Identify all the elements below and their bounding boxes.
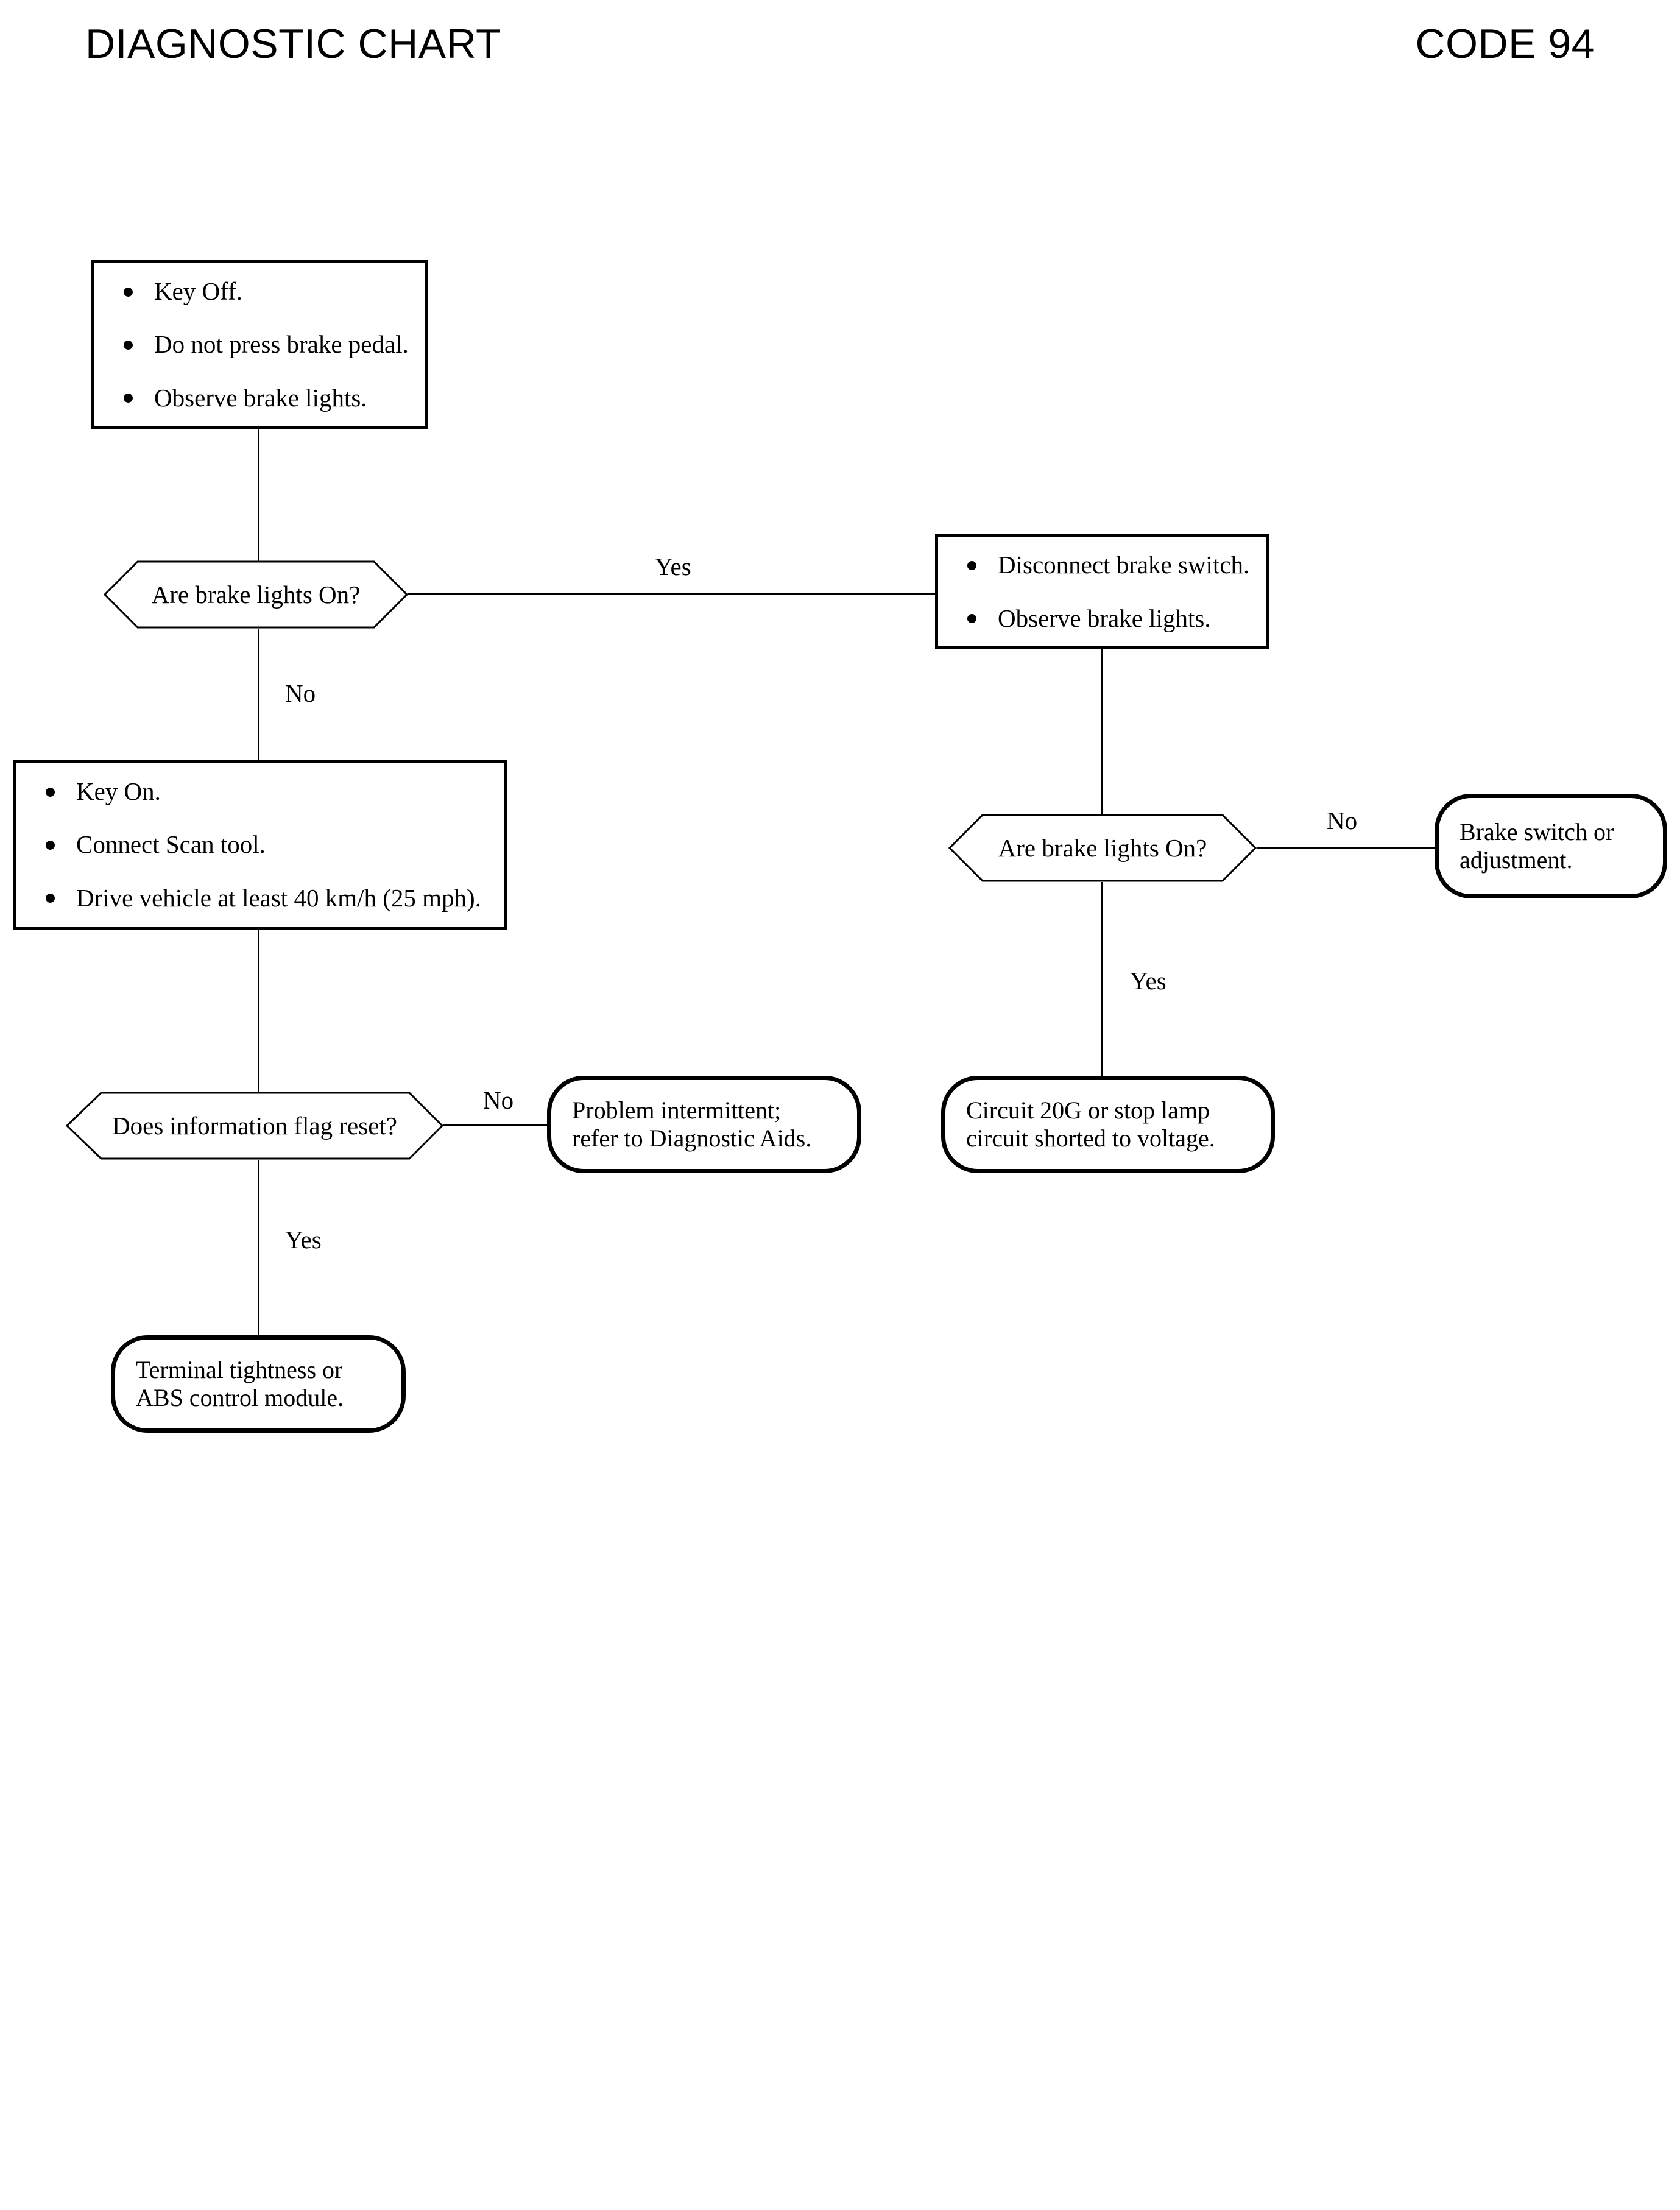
bullet-list: Key On. Connect Scan tool. Drive vehicle… (16, 778, 504, 911)
decision-does-information-flag-reset: Does information flag reset? (65, 1092, 444, 1160)
terminator-line: adjustment. (1459, 846, 1573, 874)
connector-n7-to-n8 (443, 1124, 547, 1126)
list-item: Observe brake lights. (962, 605, 1249, 632)
terminator-line: refer to Diagnostic Aids. (572, 1124, 812, 1152)
diagnostic-code-label: CODE 94 (1415, 21, 1595, 67)
list-item-label: Key Off. (154, 277, 242, 306)
list-item: Disconnect brake switch. (962, 552, 1249, 578)
connector-n1-to-n2 (258, 429, 259, 561)
terminator-problem-intermittent: Problem intermittent; refer to Diagnosti… (547, 1076, 861, 1173)
list-item-label: Observe brake lights. (154, 383, 367, 412)
edge-label-yes-n2: Yes (655, 552, 691, 581)
edge-label-yes-n5: Yes (1130, 967, 1166, 995)
bullet-icon (967, 560, 976, 570)
connector-n3-to-n5 (1101, 649, 1103, 822)
bullet-list: Key Off. Do not press brake pedal. Obser… (94, 278, 425, 411)
page-title: DIAGNOSTIC CHART (85, 21, 502, 67)
list-item: Key Off. (119, 278, 408, 305)
page-header: DIAGNOSTIC CHART CODE 94 (0, 0, 1680, 104)
edge-label-yes-n7: Yes (285, 1226, 322, 1254)
decision-label: Does information flag reset? (112, 1111, 397, 1140)
terminator-terminal-tightness-abs-module: Terminal tightness or ABS control module… (111, 1335, 406, 1433)
terminator-line: Brake switch or (1459, 817, 1614, 846)
list-item-label: Connect Scan tool. (76, 830, 266, 859)
terminator-line: Problem intermittent; (572, 1096, 782, 1124)
list-item: Observe brake lights. (119, 383, 408, 412)
edge-label-no-n5: No (1327, 807, 1358, 835)
terminator-circuit-20g-shorted: Circuit 20G or stop lamp circuit shorted… (941, 1076, 1275, 1173)
list-item-label: Key On. (76, 777, 161, 806)
bullet-icon (46, 894, 55, 903)
connector-n5-to-n9 (1101, 882, 1103, 1099)
connector-n2-to-n4 (258, 629, 259, 760)
terminator-line: circuit shorted to voltage. (966, 1124, 1215, 1152)
bullet-icon (124, 394, 133, 403)
edge-label-no-n7: No (483, 1086, 514, 1114)
list-item: Do not press brake pedal. (119, 330, 409, 359)
terminator-brake-switch-or-adjustment: Brake switch or adjustment. (1435, 794, 1667, 898)
decision-label: Are brake lights On? (151, 580, 361, 609)
terminator-line: ABS control module. (136, 1384, 344, 1411)
list-item: Drive vehicle at least 40 km/h (25 mph). (41, 883, 487, 912)
connector-n4-to-n7 (258, 930, 259, 1101)
hexagon-shape (103, 560, 409, 629)
bullet-icon (46, 840, 55, 850)
list-item-label: Do not press brake pedal. (154, 330, 409, 359)
terminator-line: Circuit 20G or stop lamp (966, 1096, 1210, 1124)
bullet-icon (124, 287, 133, 297)
hexagon-shape (948, 814, 1257, 882)
list-item: Key On. (41, 778, 487, 805)
bullet-icon (46, 787, 55, 797)
bullet-icon (967, 614, 976, 624)
bullet-icon (124, 340, 133, 350)
list-item-label: Drive vehicle at least 40 km/h (25 mph). (76, 883, 481, 912)
list-item-label: Observe brake lights. (998, 604, 1211, 632)
connector-n2-to-n3 (408, 593, 936, 595)
decision-are-brake-lights-on-1: Are brake lights On? (103, 560, 409, 629)
process-box-initial-checks: Key Off. Do not press brake pedal. Obser… (91, 260, 428, 429)
process-box-key-on-scan-tool: Key On. Connect Scan tool. Drive vehicle… (13, 760, 507, 930)
process-box-disconnect-brake-switch: Disconnect brake switch. Observe brake l… (935, 534, 1269, 649)
list-item-label: Disconnect brake switch. (998, 551, 1250, 579)
connector-n7-to-n10 (258, 1160, 259, 1336)
connector-n5-to-n6 (1257, 847, 1435, 849)
decision-are-brake-lights-on-2: Are brake lights On? (948, 814, 1257, 882)
terminator-line: Terminal tightness or (136, 1355, 343, 1383)
edge-label-no-n2: No (285, 679, 316, 707)
list-item: Connect Scan tool. (41, 831, 487, 858)
bullet-list: Disconnect brake switch. Observe brake l… (938, 552, 1266, 631)
decision-label: Are brake lights On? (998, 833, 1207, 862)
hexagon-shape (65, 1092, 444, 1160)
